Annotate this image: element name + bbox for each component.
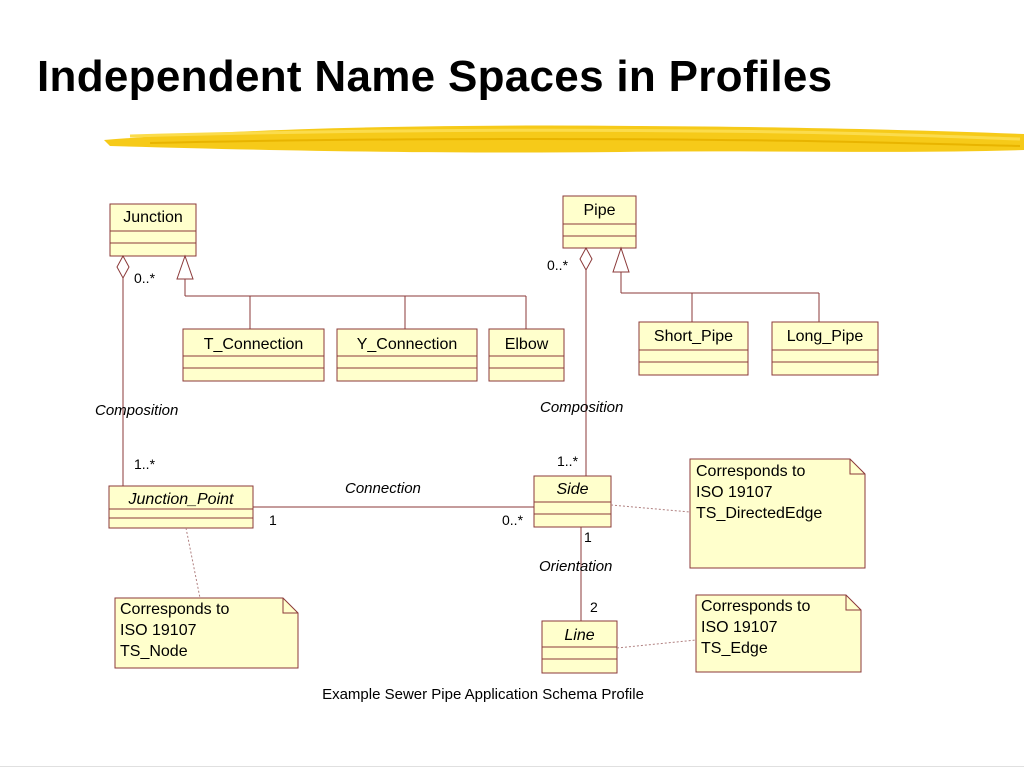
label-pipe-composition: Composition bbox=[540, 399, 623, 416]
slide-title: Independent Name Spaces in Profiles bbox=[37, 52, 833, 101]
class-side[interactable]: Side bbox=[533, 475, 612, 528]
note-junction-point-line1: Corresponds to bbox=[120, 601, 229, 618]
class-line-name: Line bbox=[564, 627, 594, 644]
composition-pipe bbox=[579, 246, 593, 476]
class-long-pipe-name: Long_Pipe bbox=[787, 328, 864, 345]
label-junction-composition: Composition bbox=[95, 402, 178, 419]
class-junction-point[interactable]: Junction_Point bbox=[108, 485, 254, 529]
note-link-junction-point bbox=[185, 527, 201, 599]
mult-junction-point-end: 1..* bbox=[134, 456, 156, 472]
class-y-connection-name: Y_Connection bbox=[357, 336, 458, 353]
composition-junction bbox=[116, 254, 130, 486]
class-t-connection-name: T_Connection bbox=[204, 336, 304, 353]
diagram-caption: Example Sewer Pipe Application Schema Pr… bbox=[322, 686, 644, 703]
class-elbow[interactable]: Elbow bbox=[488, 328, 565, 382]
note-junction-point-line3: TS_Node bbox=[120, 643, 188, 660]
class-junction[interactable]: Junction bbox=[109, 203, 197, 257]
class-junction-point-name: Junction_Point bbox=[128, 491, 235, 508]
class-pipe-name: Pipe bbox=[583, 202, 615, 219]
class-pipe[interactable]: Pipe bbox=[562, 195, 637, 249]
mult-side-conn: 0..* bbox=[502, 512, 524, 528]
class-t-connection[interactable]: T_Connection bbox=[182, 328, 325, 382]
class-short-pipe[interactable]: Short_Pipe bbox=[638, 321, 749, 376]
class-side-name: Side bbox=[556, 481, 588, 498]
class-elbow-name: Elbow bbox=[505, 336, 549, 353]
note-line: Corresponds to ISO 19107 TS_Edge bbox=[695, 594, 862, 673]
class-line[interactable]: Line bbox=[541, 620, 618, 674]
generalization-pipe bbox=[612, 246, 820, 322]
mult-side-top: 1..* bbox=[557, 453, 579, 469]
mult-pipe-agg: 0..* bbox=[547, 257, 569, 273]
note-line-line1: Corresponds to bbox=[701, 598, 810, 615]
note-side: Corresponds to ISO 19107 TS_DirectedEdge bbox=[689, 458, 866, 569]
mult-junction-point-conn: 1 bbox=[269, 512, 277, 528]
note-junction-point-line2: ISO 19107 bbox=[120, 622, 197, 639]
generalization-junction bbox=[176, 254, 527, 329]
note-side-line2: ISO 19107 bbox=[696, 484, 773, 501]
note-link-line bbox=[616, 639, 697, 649]
note-junction-point: Corresponds to ISO 19107 TS_Node bbox=[114, 597, 299, 669]
class-long-pipe[interactable]: Long_Pipe bbox=[771, 321, 879, 376]
note-link-side bbox=[610, 504, 691, 513]
class-junction-name: Junction bbox=[123, 209, 183, 226]
class-y-connection[interactable]: Y_Connection bbox=[336, 328, 478, 382]
mult-side-orient: 1 bbox=[584, 529, 592, 545]
note-line-line3: TS_Edge bbox=[701, 640, 768, 657]
label-connection: Connection bbox=[345, 480, 421, 497]
class-short-pipe-name: Short_Pipe bbox=[654, 328, 733, 345]
note-side-line3: TS_DirectedEdge bbox=[696, 505, 822, 522]
note-line-line2: ISO 19107 bbox=[701, 619, 778, 636]
mult-junction-agg: 0..* bbox=[134, 270, 156, 286]
note-side-line1: Corresponds to bbox=[696, 463, 805, 480]
label-orientation: Orientation bbox=[539, 558, 612, 575]
mult-line-orient: 2 bbox=[590, 599, 598, 615]
bottom-divider bbox=[0, 766, 1024, 767]
